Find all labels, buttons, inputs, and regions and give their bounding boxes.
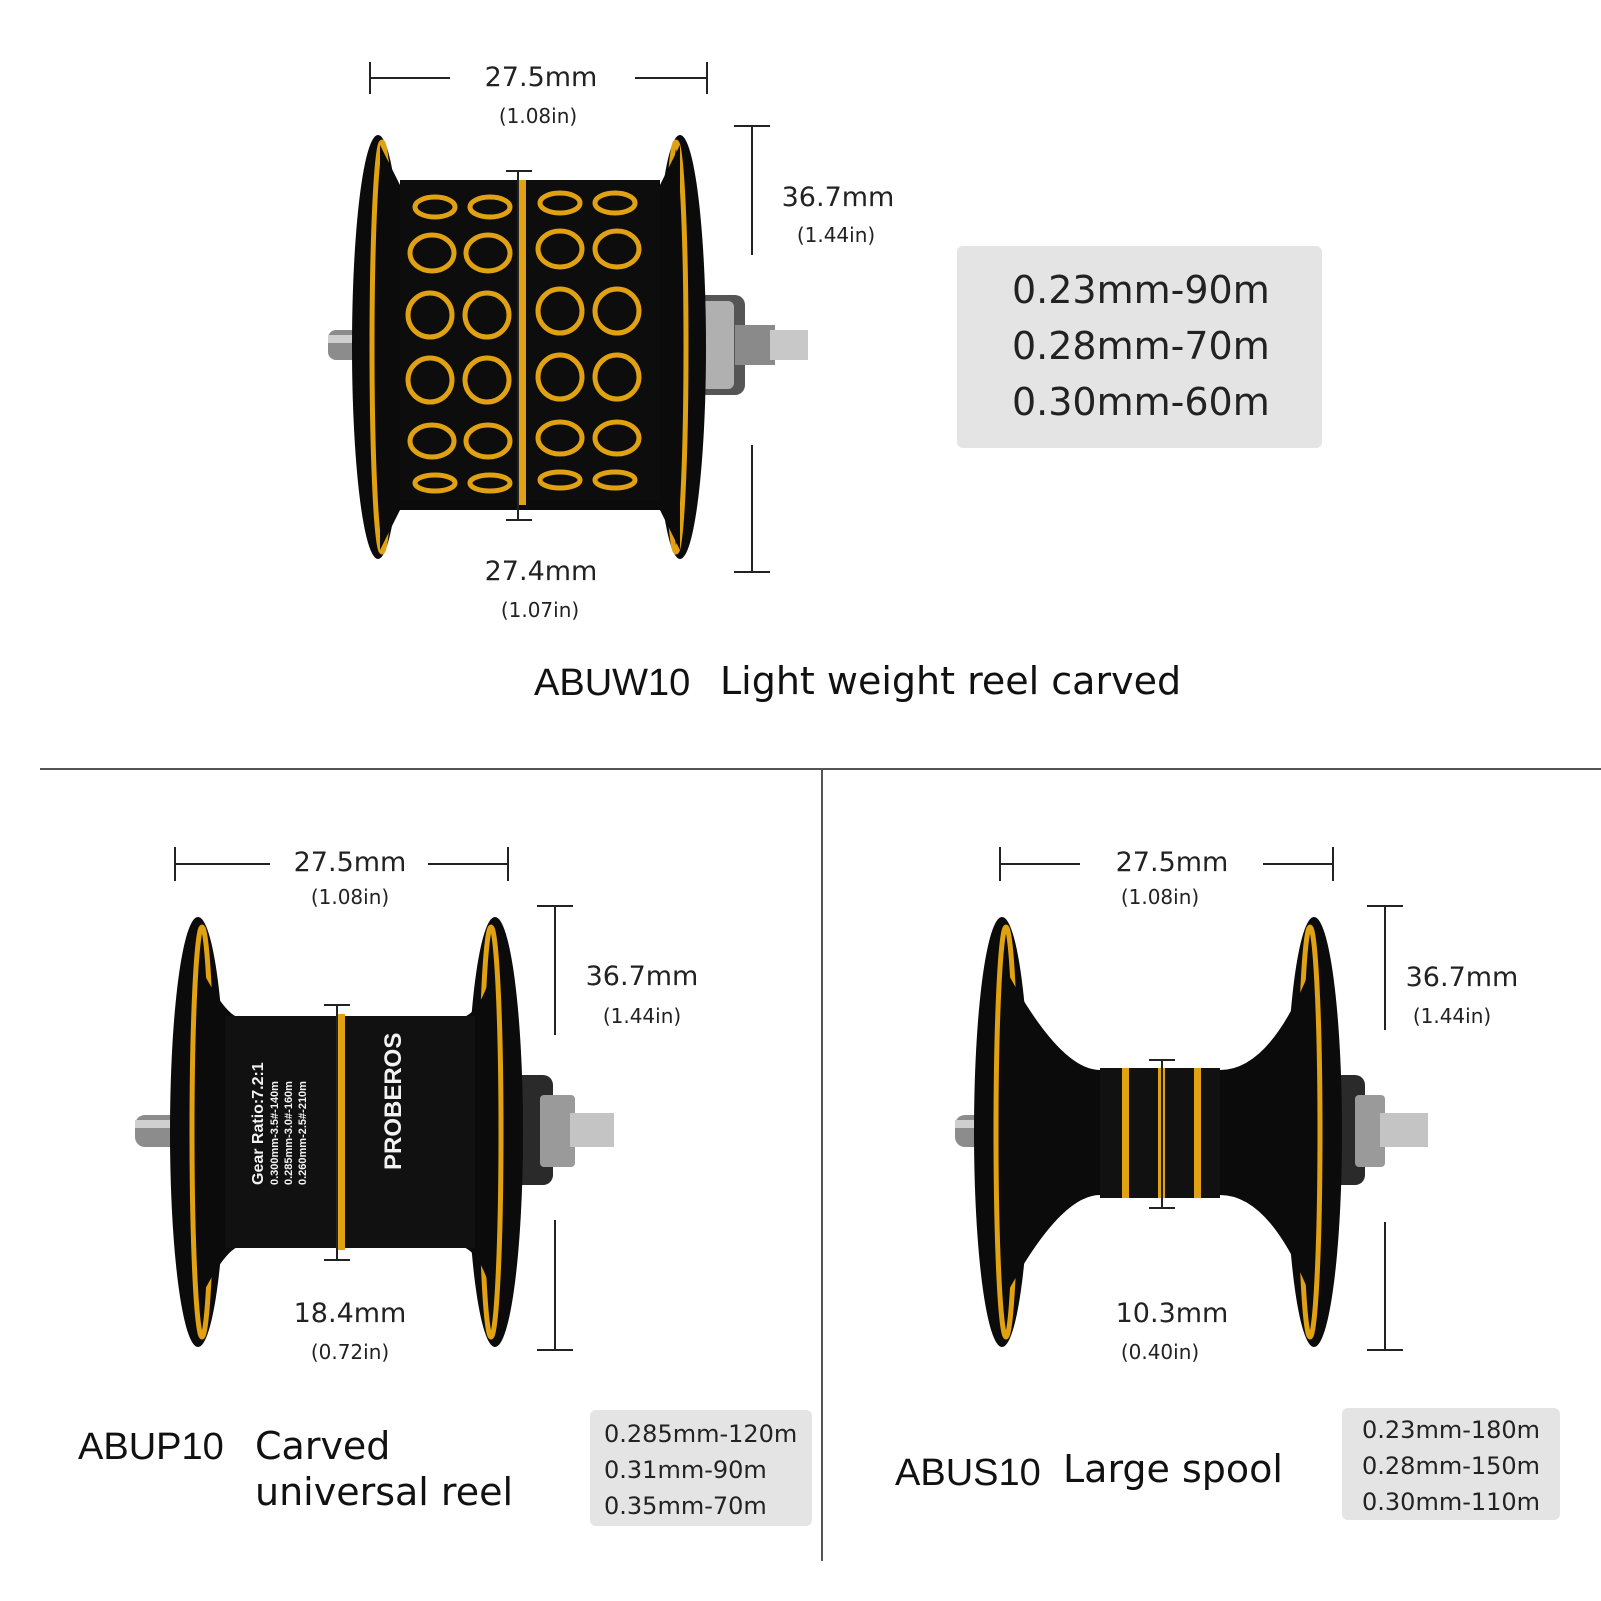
product-description: Carved universal reel — [255, 1424, 514, 1514]
product-code: ABUW10 — [534, 662, 691, 704]
abuw10-spool-image — [328, 135, 808, 559]
width-in-label: (1.08in) — [498, 104, 578, 128]
abup10-spool-image — [135, 917, 614, 1347]
height-in-label: (1.44in) — [602, 1004, 682, 1028]
capacity-line: 0.30mm-110m — [1362, 1488, 1541, 1516]
horizontal-divider — [40, 768, 1601, 770]
height-mm-label: 36.7mm — [1405, 962, 1519, 993]
spool-spec-line: 0.285mm-3.0#-160m — [283, 1081, 295, 1185]
gear-ratio-text: Gear Ratio:7.2:1 — [250, 1062, 267, 1185]
brand-text: PROBEROS — [380, 1032, 407, 1170]
capacity-line: 0.28mm-150m — [1362, 1452, 1541, 1480]
height-dimension-line — [537, 905, 573, 1351]
line-capacity-box: 0.23mm-90m 0.28mm-70m 0.30mm-60m — [957, 246, 1322, 448]
vertical-divider — [821, 768, 823, 1561]
product-code: ABUS10 — [895, 1452, 1041, 1494]
width-mm-label: 27.5mm — [293, 847, 407, 878]
product-description: Light weight reel carved — [720, 659, 1182, 703]
product-description: Large spool — [1063, 1447, 1283, 1491]
abus10-spool-image — [955, 917, 1428, 1347]
capacity-line: 0.31mm-90m — [604, 1456, 767, 1484]
capacity-line: 0.23mm-180m — [1362, 1416, 1541, 1444]
core-mm-label: 27.4mm — [484, 556, 598, 587]
spool-print-area: Gear Ratio:7.2:1 0.300mm-3.5#-140m 0.285… — [250, 1010, 335, 1185]
height-mm-label: 36.7mm — [781, 182, 895, 213]
core-mm-label: 10.3mm — [1115, 1298, 1229, 1329]
height-dimension-line — [1367, 905, 1403, 1351]
capacity-line: 0.30mm-60m — [1012, 380, 1270, 424]
core-in-label: (0.72in) — [310, 1340, 390, 1364]
core-mm-label: 18.4mm — [293, 1298, 407, 1329]
height-mm-label: 36.7mm — [585, 961, 699, 992]
width-dimension-line — [999, 847, 1334, 881]
capacity-line: 0.285mm-120m — [604, 1420, 798, 1448]
height-dimension-line — [734, 125, 770, 573]
width-in-label: (1.08in) — [310, 885, 390, 909]
line-capacity-box: 0.285mm-120m 0.31mm-90m 0.35mm-70m — [590, 1410, 812, 1526]
spool-spec-line: 0.300mm-3.5#-140m — [269, 1081, 281, 1185]
spool-spec-line: 0.260mm-2.5#-210m — [297, 1081, 309, 1185]
core-in-label: (0.40in) — [1120, 1340, 1200, 1364]
core-in-label: (1.07in) — [500, 598, 580, 622]
line-capacity-box: 0.23mm-180m 0.28mm-150m 0.30mm-110m — [1342, 1408, 1560, 1520]
height-in-label: (1.44in) — [1412, 1004, 1492, 1028]
product-code: ABUP10 — [78, 1426, 224, 1468]
width-dimension-line — [369, 62, 708, 94]
capacity-line: 0.23mm-90m — [1012, 268, 1270, 312]
capacity-line: 0.28mm-70m — [1012, 324, 1270, 368]
capacity-line: 0.35mm-70m — [604, 1492, 767, 1520]
width-in-label: (1.08in) — [1120, 885, 1200, 909]
width-mm-label: 27.5mm — [1115, 847, 1229, 878]
brand-logo-area: PROBEROS — [380, 1030, 420, 1170]
width-dimension-line — [174, 847, 509, 881]
width-mm-label: 27.5mm — [484, 62, 598, 93]
height-in-label: (1.44in) — [796, 223, 876, 247]
